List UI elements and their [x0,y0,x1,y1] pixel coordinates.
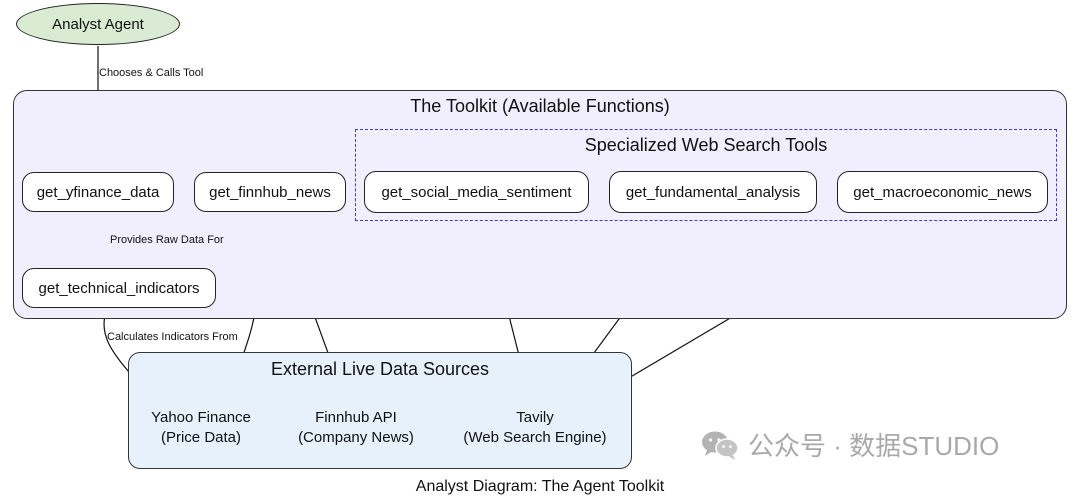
watermark-text: 公众号 · 数据STUDIO [748,431,1000,461]
tool-label: get_technical_indicators [38,279,200,297]
sources-cluster: External Live Data Sources [128,352,632,469]
tool-label: get_social_media_sentiment [381,183,572,201]
source-yahoo-finance: Yahoo Finance (Price Data) [136,408,266,448]
wechat-icon [702,431,739,460]
tool-label: get_finnhub_news [209,183,331,201]
tool-get-technical-indicators: get_technical_indicators [22,268,216,308]
web-search-title: Specialized Web Search Tools [584,135,828,155]
source-desc: (Price Data) [160,429,242,446]
analyst-agent-label: Analyst Agent [52,15,144,33]
tool-label: get_yfinance_data [36,183,160,201]
tool-label: get_fundamental_analysis [625,183,801,201]
source-desc: (Web Search Engine) [463,429,607,446]
tool-get-social-media-sentiment: get_social_media_sentiment [364,171,589,213]
tool-get-macroeconomic-news: get_macroeconomic_news [837,171,1048,213]
diagram-caption: Analyst Diagram: The Agent Toolkit [415,478,665,495]
tool-get-fundamental-analysis: get_fundamental_analysis [609,171,817,213]
web-search-cluster: Specialized Web Search Tools [355,129,1057,221]
tool-get-finnhub-news: get_finnhub_news [194,172,346,212]
source-name: Tavily [516,409,554,426]
tool-label: get_macroeconomic_news [853,183,1032,201]
edge-label-chooses: Chooses & Calls Tool [99,67,204,79]
source-name: Finnhub API [315,409,397,426]
source-finnhub-api: Finnhub API (Company News) [284,408,428,448]
source-desc: (Company News) [298,429,414,446]
toolkit-title: The Toolkit (Available Functions) [410,96,670,116]
source-name: Yahoo Finance [151,409,251,426]
source-tavily: Tavily (Web Search Engine) [449,408,621,448]
analyst-agent-node: Analyst Agent [16,3,180,45]
tool-get-yfinance-data: get_yfinance_data [22,172,174,212]
watermark: 公众号 · 数据STUDIO [700,426,999,463]
edge-label-provides: Provides Raw Data For [110,234,224,246]
edge-label-calculates: Calculates Indicators From [107,331,238,343]
sources-title: External Live Data Sources [270,359,490,379]
